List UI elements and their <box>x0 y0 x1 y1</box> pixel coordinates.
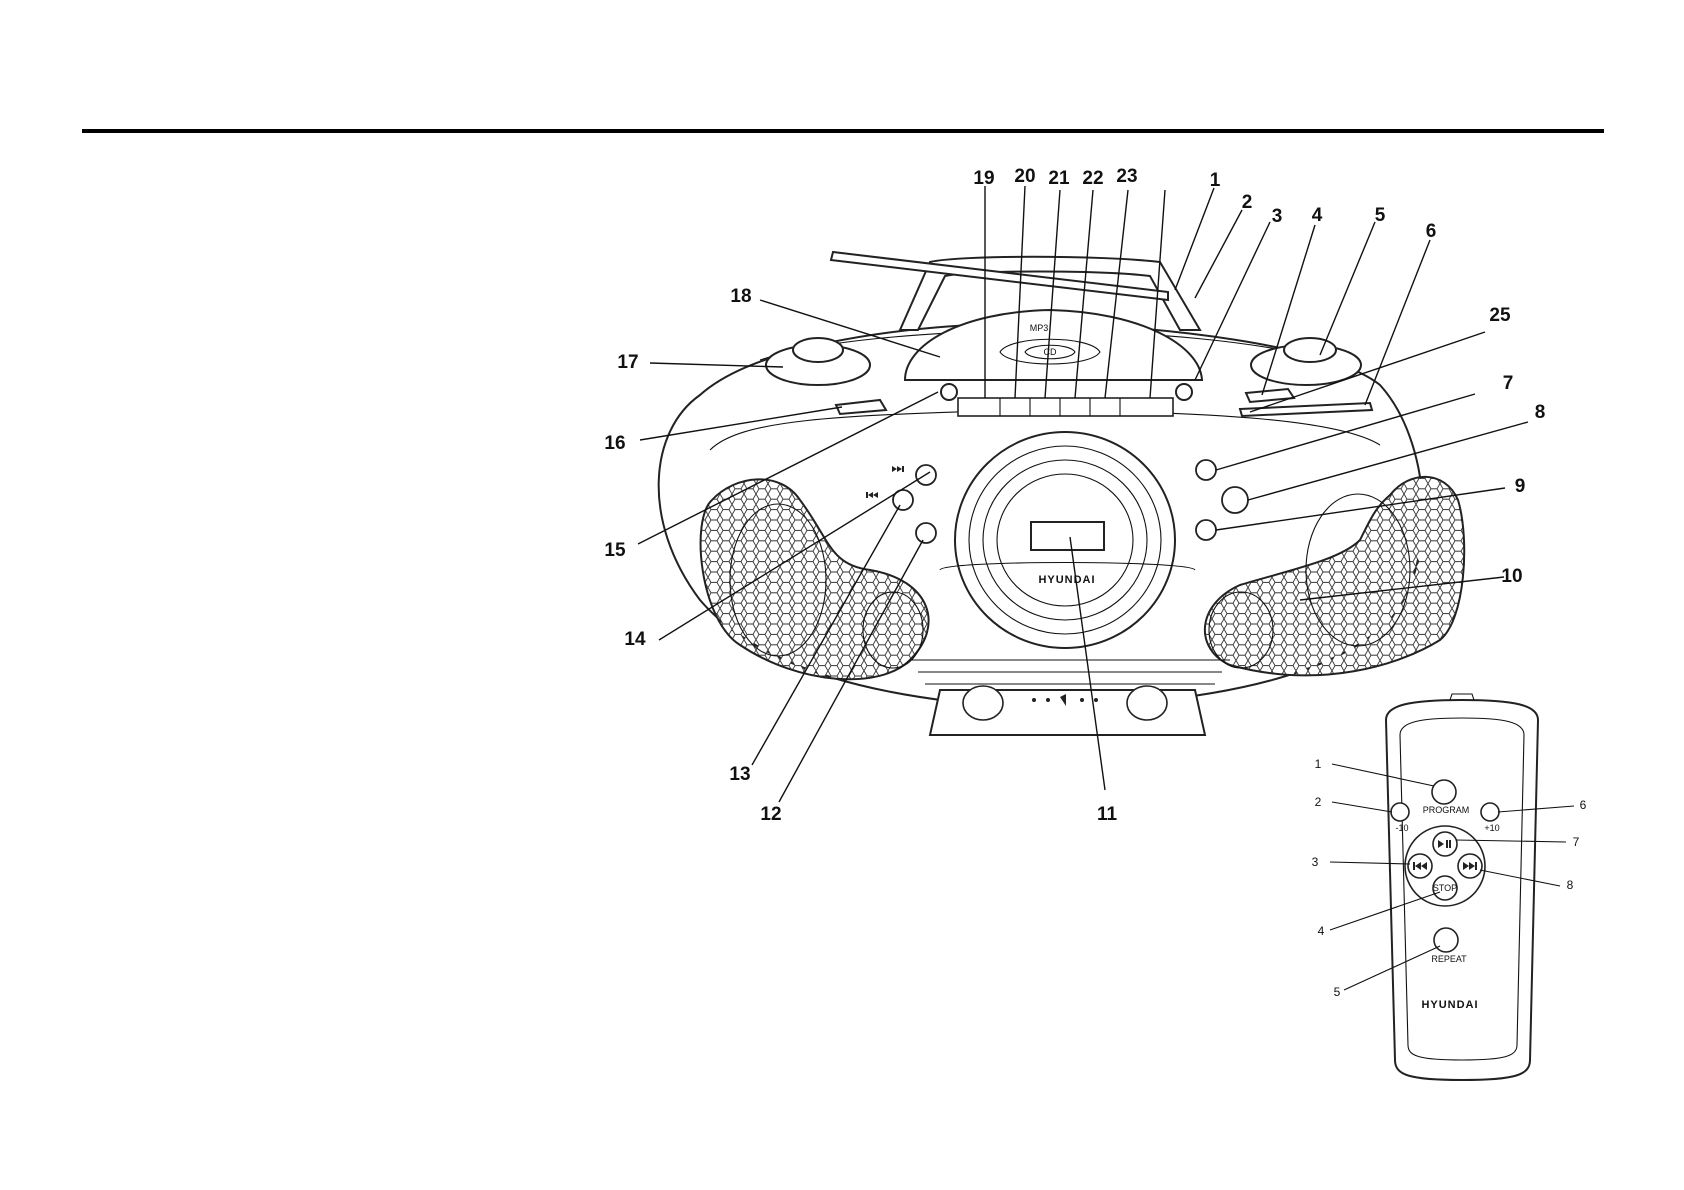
right-jack[interactable] <box>1175 383 1193 401</box>
callout-6: 6 <box>1426 221 1437 242</box>
right-button-7[interactable] <box>1195 459 1217 481</box>
callout-15: 15 <box>604 540 626 561</box>
remote-callout-5: 5 <box>1334 985 1341 999</box>
callout-16: 16 <box>604 433 625 454</box>
remote-callout-1: 1 <box>1315 757 1322 771</box>
callout-3: 3 <box>1272 206 1283 227</box>
remote-callout-2: 2 <box>1315 795 1322 809</box>
right-knob[interactable] <box>1283 337 1337 363</box>
dpad-ring <box>1404 825 1486 907</box>
callout-11: 11 <box>1097 804 1118 825</box>
unit-brand: HYUNDAI <box>1038 574 1095 586</box>
remote-control: PROGRAM -10 +10 STOP REPEAT HYUNDAI <box>1384 693 1540 1082</box>
unit-leader-lines <box>637 185 1529 803</box>
callout-14: 14 <box>624 629 646 650</box>
right-button-8[interactable] <box>1221 486 1249 514</box>
callout-5: 5 <box>1375 205 1386 226</box>
play-pause-button[interactable] <box>1432 831 1458 857</box>
top-button-strip[interactable] <box>957 397 1174 417</box>
right-button-9[interactable] <box>1195 519 1217 541</box>
program-button[interactable] <box>1431 779 1457 805</box>
left-lower-button[interactable] <box>915 522 937 544</box>
repeat-label: REPEAT <box>1431 954 1467 964</box>
remote-callout-8: 8 <box>1567 878 1574 892</box>
skip-forward-icon <box>892 466 904 472</box>
left-slide-switch[interactable] <box>834 398 888 416</box>
right-slide-switch[interactable] <box>1244 387 1296 404</box>
remote-callout-7: 7 <box>1573 835 1580 849</box>
callout-23: 23 <box>1116 166 1137 187</box>
skip-back-button[interactable] <box>892 489 914 511</box>
callout-8: 8 <box>1535 402 1546 423</box>
callout-13: 13 <box>729 764 750 785</box>
front-indicator-dots <box>1032 694 1098 706</box>
antenna <box>829 250 1169 302</box>
remote-callout-3: 3 <box>1312 855 1319 869</box>
plus10-label: +10 <box>1484 823 1499 833</box>
boombox-unit: MP3 CD HYUNDAI <box>657 250 1466 736</box>
callout-25: 25 <box>1489 305 1511 326</box>
callout-4: 4 <box>1312 205 1323 226</box>
repeat-button[interactable] <box>1433 927 1459 953</box>
callout-1: 1 <box>1210 170 1221 191</box>
callout-17: 17 <box>617 352 638 373</box>
program-label: PROGRAM <box>1423 805 1470 815</box>
lcd-display <box>1030 521 1105 551</box>
callout-9: 9 <box>1515 476 1526 497</box>
stop-button[interactable] <box>1432 875 1458 901</box>
remote-callout-4: 4 <box>1318 924 1325 938</box>
skip-back-icon <box>866 492 878 498</box>
minus10-button[interactable] <box>1390 802 1410 822</box>
remote-leader-lines <box>1329 763 1575 991</box>
callout-19: 19 <box>973 168 994 189</box>
prev-icon <box>1413 862 1427 870</box>
callout-2: 2 <box>1242 192 1253 213</box>
remote-callouts: 1 2 3 4 5 6 7 8 <box>1312 757 1587 999</box>
remote-brand: HYUNDAI <box>1421 999 1478 1011</box>
callout-22: 22 <box>1082 168 1103 189</box>
left-speaker-grille <box>699 478 930 681</box>
callout-7: 7 <box>1503 373 1514 394</box>
lid-logo-top: MP3 <box>1030 323 1049 333</box>
callout-21: 21 <box>1048 168 1070 189</box>
minus10-label: -10 <box>1395 823 1408 833</box>
callout-12: 12 <box>760 804 781 825</box>
left-knob[interactable] <box>792 337 844 363</box>
left-jack[interactable] <box>940 383 958 401</box>
right-speaker-grille <box>1204 475 1466 677</box>
lid-logo-bottom: CD <box>1044 347 1057 357</box>
remote-callout-6: 6 <box>1580 798 1587 812</box>
next-icon <box>1463 862 1477 870</box>
play-pause-icon <box>1438 840 1451 848</box>
front-well-right <box>1126 685 1168 721</box>
callout-18: 18 <box>730 286 751 307</box>
stop-label: STOP <box>1433 883 1457 893</box>
band-slider[interactable] <box>1238 401 1374 418</box>
callout-20: 20 <box>1014 166 1035 187</box>
plus10-button[interactable] <box>1480 802 1500 822</box>
callout-10: 10 <box>1501 566 1522 587</box>
unit-callouts: 19 20 21 22 23 1 2 3 4 5 6 25 7 8 9 10 1… <box>604 166 1545 825</box>
front-well-left <box>962 685 1004 721</box>
